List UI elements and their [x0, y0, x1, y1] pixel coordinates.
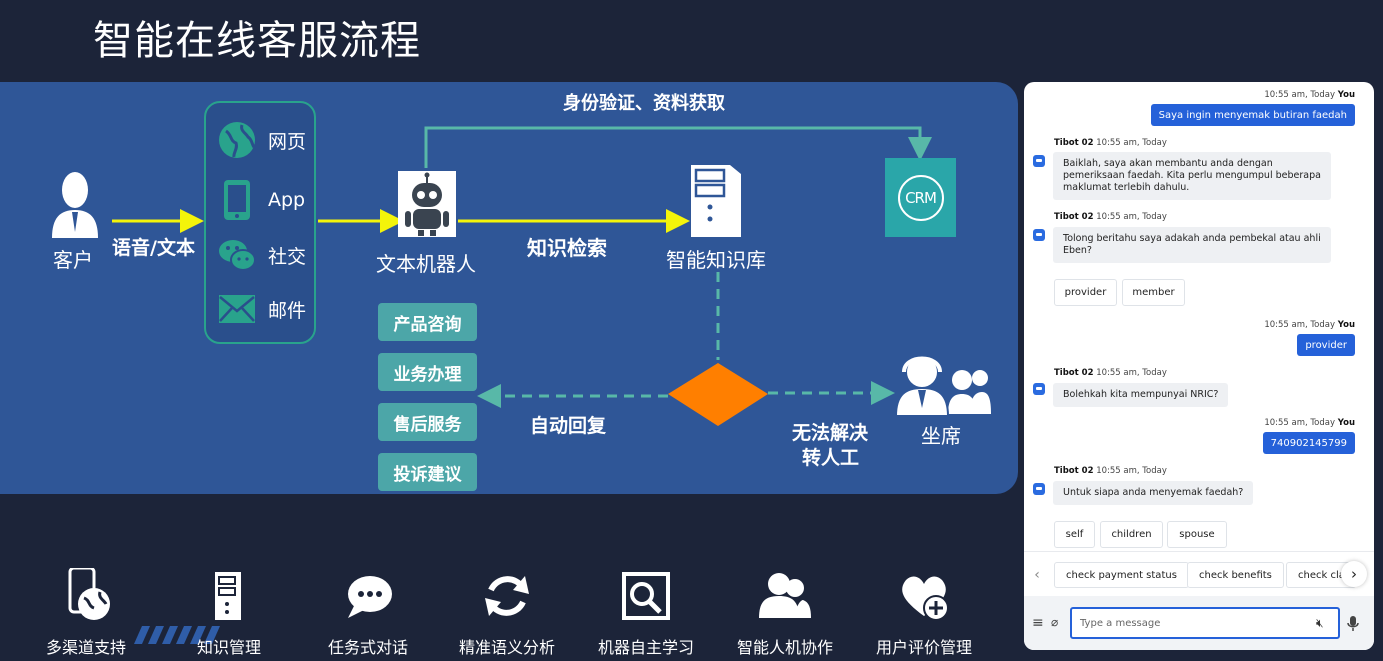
feature-label: 知识管理	[197, 638, 262, 657]
microphone-icon[interactable]	[1347, 616, 1359, 631]
page-title: 智能在线客服流程	[93, 18, 421, 64]
channel-app-label: App	[268, 189, 306, 211]
kb-label: 智能知识库	[666, 248, 766, 272]
voice-text-label: 语音/文本	[112, 237, 195, 259]
stripe-decoration	[134, 626, 220, 644]
crm-tile: CRM	[885, 158, 956, 237]
channel-app: App	[218, 179, 305, 221]
chat-widget: 10:55 am, Today You Saya ingin menyemak …	[1024, 82, 1374, 650]
users-icon	[759, 573, 811, 618]
bot-tile	[398, 171, 456, 237]
divider	[1024, 551, 1374, 552]
option-children[interactable]: children	[1100, 521, 1163, 548]
menu-icon[interactable]: ≡	[1032, 615, 1044, 631]
message-meta: Tibot 02 10:55 am, Today	[1054, 368, 1167, 378]
flow-panel	[0, 82, 1018, 494]
channel-web-label: 网页	[268, 130, 307, 153]
channel-email-label: 邮件	[268, 299, 307, 322]
channel-email: 邮件	[218, 293, 306, 325]
category-product: 产品咨询	[378, 303, 477, 341]
arrow-bot-crm-loop	[424, 126, 932, 167]
message-meta: 10:55 am, Today You	[1264, 418, 1355, 428]
channel-social-label: 社交	[268, 245, 307, 268]
bot-avatar-icon	[1033, 155, 1045, 167]
decision-diamond	[668, 363, 768, 426]
chat-icon	[348, 576, 392, 618]
chevron-right-icon[interactable]: ›	[1341, 561, 1367, 587]
option-member[interactable]: member	[1122, 279, 1185, 306]
message-meta: Tibot 02 10:55 am, Today	[1054, 138, 1167, 148]
user-message: 740902145799	[1262, 432, 1355, 454]
feature-label: 精准语义分析	[459, 638, 556, 657]
user-message: Saya ingin menyemak butiran faedah	[1150, 104, 1355, 126]
user-message: provider	[1297, 334, 1355, 356]
server-icon	[215, 572, 241, 620]
server-icon	[691, 165, 741, 237]
feature-label: 机器自主学习	[598, 638, 695, 657]
bot-avatar-icon	[1033, 483, 1045, 495]
feature-task-dialog: 任务式对话	[328, 568, 408, 658]
bot-message: Bolehkah kita mempunyai NRIC?	[1053, 383, 1229, 407]
flow-connectors	[112, 126, 932, 426]
category-business: 业务办理	[378, 353, 477, 391]
message-meta: 10:55 am, Today You	[1264, 90, 1355, 100]
feature-label: 多渠道支持	[46, 638, 127, 657]
chevron-left-icon[interactable]: ‹	[1034, 567, 1040, 583]
agent-label: 坐席	[921, 424, 961, 448]
wechat-icon	[219, 240, 256, 271]
feature-multichannel: 多渠道支持	[46, 568, 126, 658]
bot-message: Tolong beritahu saya adakah anda pembeka…	[1053, 227, 1331, 263]
feature-label: 智能人机协作	[737, 638, 834, 657]
option-provider[interactable]: provider	[1054, 279, 1117, 306]
globe-icon	[219, 122, 256, 158]
option-spouse[interactable]: spouse	[1167, 521, 1227, 548]
category-aftersales: 售后服务	[378, 403, 477, 441]
customer-icon	[52, 172, 98, 238]
message-input[interactable]: Type a message	[1070, 607, 1340, 639]
search-doc-icon	[622, 572, 670, 620]
robot-icon	[405, 172, 449, 236]
option-self[interactable]: self	[1054, 521, 1095, 548]
crm-logo: CRM	[897, 174, 944, 221]
message-meta: Tibot 02 10:55 am, Today	[1054, 212, 1167, 222]
kb-search-label: 知识检索	[527, 236, 607, 260]
feature-knowledge: 知识管理	[197, 568, 261, 658]
auto-reply-label: 自动回复	[530, 415, 607, 437]
channel-box: 网页 App 社交 邮件	[204, 101, 316, 344]
category-complaint: 投诉建议	[378, 453, 477, 491]
agents-icon	[894, 355, 991, 416]
phone-icon	[224, 180, 250, 220]
heart-plus-icon	[902, 576, 949, 621]
refresh-icon	[485, 576, 529, 616]
quick-reply-payment[interactable]: check payment status	[1054, 562, 1189, 588]
feature-rating: 用户评价管理	[876, 568, 972, 658]
channel-web: 网页	[218, 121, 306, 159]
unsolved-label: 无法解决	[792, 422, 869, 444]
feature-semantic: 精准语义分析	[459, 568, 555, 658]
bot-message: Untuk siapa anda menyemak faedah?	[1053, 481, 1254, 505]
bot-avatar-icon	[1033, 229, 1045, 241]
mail-icon	[219, 295, 255, 323]
message-meta: Tibot 02 10:55 am, Today	[1054, 466, 1167, 476]
bot-avatar-icon	[1033, 383, 1045, 395]
bot-message: Baiklah, saya akan membantu anda dengan …	[1053, 152, 1331, 200]
channel-social: 社交	[218, 237, 306, 273]
transfer-label: 转人工	[802, 447, 860, 469]
message-meta: 10:55 am, Today You	[1264, 320, 1355, 330]
attachment-icon[interactable]: ⌀	[1051, 615, 1059, 629]
feature-label: 任务式对话	[328, 638, 409, 657]
customer-label: 客户	[53, 248, 93, 272]
quick-reply-benefits[interactable]: check benefits	[1187, 562, 1284, 588]
feature-label: 用户评价管理	[876, 638, 973, 657]
phone-globe-icon	[68, 568, 110, 620]
mute-icon[interactable]: 🔇︎	[1316, 616, 1324, 630]
crm-flow-label: 身份验证、资料获取	[563, 93, 725, 114]
feature-self-learning: 机器自主学习	[598, 568, 694, 658]
bot-label: 文本机器人	[376, 252, 476, 276]
feature-collab: 智能人机协作	[737, 568, 833, 658]
